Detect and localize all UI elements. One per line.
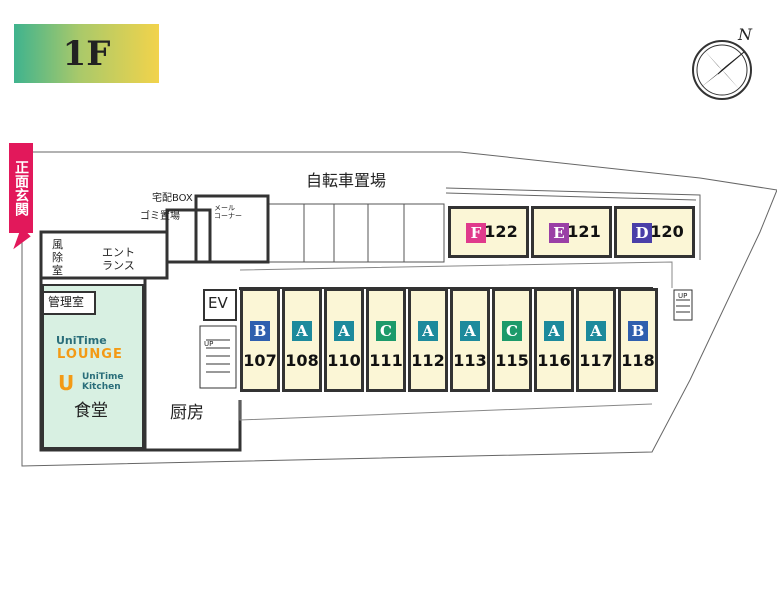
room-number: 113 bbox=[453, 351, 487, 370]
garbage-label: ゴミ置場 bbox=[140, 211, 180, 222]
kitchen-label: 厨房 bbox=[170, 403, 204, 423]
room-number: 121 bbox=[567, 222, 601, 241]
bicycle-parking-area bbox=[267, 203, 445, 263]
room-number: 110 bbox=[327, 351, 361, 370]
room-type-badge: A bbox=[418, 321, 438, 341]
room-type-badge: E bbox=[549, 223, 569, 243]
floor-label: 1F bbox=[62, 33, 111, 74]
lounge-brand-line1: UniTime bbox=[56, 334, 107, 347]
lounge-brand-line2: LOUNGE bbox=[57, 347, 123, 362]
room-number: 118 bbox=[621, 351, 655, 370]
room-number: 112 bbox=[411, 351, 445, 370]
mail-corner-label: メール コーナー bbox=[214, 204, 242, 220]
room-number: 108 bbox=[285, 351, 319, 370]
room-number: 116 bbox=[537, 351, 571, 370]
kitchen-logo-icon: U bbox=[58, 371, 75, 395]
room-116: A 116 bbox=[534, 288, 574, 392]
room-type-badge: B bbox=[628, 321, 648, 341]
kitchen-brand-line1: UniTime bbox=[82, 372, 124, 382]
compass-icon: N bbox=[692, 25, 753, 100]
windbreak-label: 風 除 室 bbox=[52, 238, 63, 277]
room-111: C 111 bbox=[366, 288, 406, 392]
elevator-label: EV bbox=[208, 294, 228, 312]
room-107: B 107 bbox=[240, 288, 280, 392]
floor-badge: 1F bbox=[14, 24, 159, 83]
entrance-hall-label: エント ランス bbox=[102, 246, 135, 272]
room-113: A 113 bbox=[450, 288, 490, 392]
room-number: 111 bbox=[369, 351, 403, 370]
stairs-up-label: UP bbox=[204, 340, 214, 348]
delivery-box-label: 宅配BOX bbox=[152, 193, 193, 204]
room-number: 122 bbox=[484, 222, 518, 241]
manager-room bbox=[42, 291, 96, 315]
room-type-badge: A bbox=[334, 321, 354, 341]
room-118: B 118 bbox=[618, 288, 658, 392]
kitchen-brand: UniTime Kitchen bbox=[82, 372, 124, 392]
site-boundary bbox=[21, 151, 777, 467]
room-115: C 115 bbox=[492, 288, 532, 392]
room-type-badge: C bbox=[376, 321, 396, 341]
room-number: 107 bbox=[243, 351, 277, 370]
room-112: A 112 bbox=[408, 288, 448, 392]
room-type-badge: A bbox=[292, 321, 312, 341]
manager-room-label: 管理室 bbox=[48, 295, 85, 309]
room-number: 117 bbox=[579, 351, 613, 370]
room-number: 115 bbox=[495, 351, 529, 370]
compass-north-letter: N bbox=[737, 25, 753, 44]
entrance-tag: 正面玄関 bbox=[9, 143, 33, 233]
room-type-badge: D bbox=[632, 223, 652, 243]
side-stairs-up-label: UP bbox=[678, 292, 688, 300]
room-117: A 117 bbox=[576, 288, 616, 392]
room-type-badge: A bbox=[460, 321, 480, 341]
room-108: A 108 bbox=[282, 288, 322, 392]
kitchen-brand-line2: Kitchen bbox=[82, 382, 121, 392]
room-type-badge: A bbox=[544, 321, 564, 341]
bicycle-parking-label: 自転車置場 bbox=[306, 171, 387, 190]
room-type-badge: B bbox=[250, 321, 270, 341]
room-number: 120 bbox=[650, 222, 684, 241]
room-type-badge: A bbox=[586, 321, 606, 341]
dining-label: 食堂 bbox=[74, 401, 108, 421]
room-type-badge: C bbox=[502, 321, 522, 341]
room-110: A 110 bbox=[324, 288, 364, 392]
room-type-badge: F bbox=[466, 223, 486, 243]
